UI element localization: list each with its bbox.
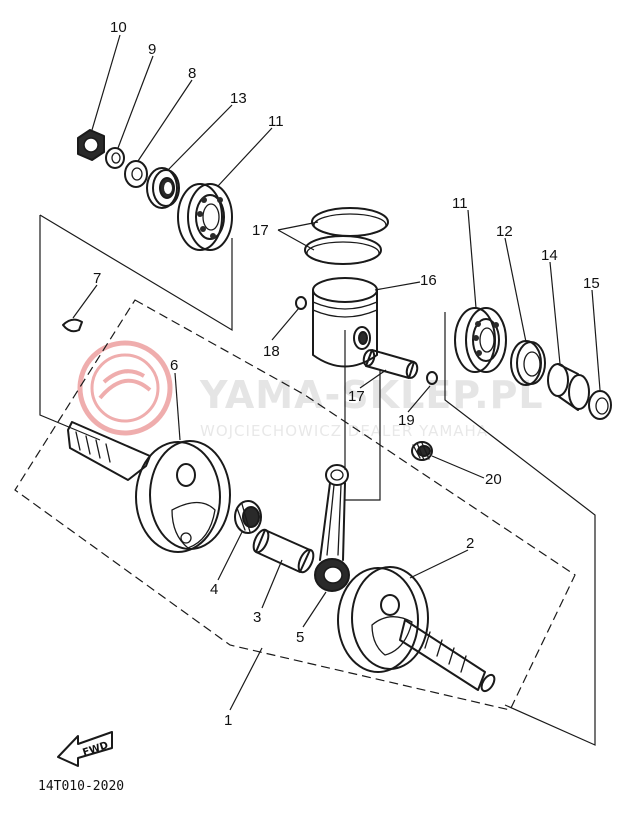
label-part-3: 3 bbox=[253, 609, 261, 626]
part-lock-washer bbox=[105, 147, 125, 169]
piston-rod-frame bbox=[344, 330, 381, 501]
label-part-14: 14 bbox=[541, 247, 558, 264]
label-part-13: 13 bbox=[230, 90, 247, 107]
label-part-16: 16 bbox=[420, 272, 437, 289]
part-piston-pin bbox=[362, 349, 419, 379]
part-washer bbox=[124, 160, 148, 188]
part-piston-rings bbox=[304, 207, 389, 265]
part-labels: 10 9 8 13 11 17 16 18 17 19 20 7 6 11 12… bbox=[93, 19, 600, 729]
label-part-2: 2 bbox=[466, 535, 474, 552]
label-part-6: 6 bbox=[170, 357, 178, 374]
left-bearing-frame bbox=[39, 214, 233, 441]
part-bearing-left bbox=[177, 183, 233, 251]
label-part-12: 12 bbox=[496, 223, 513, 240]
label-part-19-upper: 18 bbox=[263, 343, 280, 360]
fwd-label: FWD bbox=[81, 740, 109, 759]
label-part-9: 9 bbox=[148, 41, 156, 58]
part-crank-left bbox=[67, 421, 231, 553]
part-oil-seal bbox=[146, 167, 180, 209]
drawing-code: 14T010-2020 bbox=[38, 779, 124, 794]
watermark-logo bbox=[77, 340, 173, 436]
part-circlip-lower bbox=[426, 371, 438, 385]
callout-lines bbox=[72, 34, 601, 711]
part-collar bbox=[547, 363, 590, 411]
part-crank-pin bbox=[252, 528, 315, 574]
label-part-11-right: 11 bbox=[452, 195, 468, 212]
part-bearing-right bbox=[454, 307, 507, 373]
front-direction-marker: FWD bbox=[57, 731, 113, 767]
label-part-19-lower: 19 bbox=[398, 412, 415, 429]
label-part-10: 10 bbox=[110, 19, 127, 36]
watermark: YAMA-SKLEP.PL WOJCIECHOWICZ DEALER YAMAH… bbox=[77, 340, 543, 440]
part-big-end-bearing bbox=[234, 500, 262, 534]
label-part-11-left: 11 bbox=[268, 113, 284, 130]
part-washer-right bbox=[588, 390, 612, 420]
right-bearing-frame bbox=[444, 312, 596, 746]
label-part-20: 20 bbox=[485, 471, 502, 488]
label-part-5: 5 bbox=[296, 629, 304, 646]
watermark-subtitle: WOJCIECHOWICZ DEALER YAMAHA bbox=[200, 422, 488, 440]
part-nut bbox=[77, 129, 105, 161]
crank-assembly-frame bbox=[14, 299, 576, 711]
part-small-end-bearing bbox=[411, 441, 433, 461]
part-circlip-upper bbox=[295, 296, 307, 310]
label-part-17: 17 bbox=[348, 388, 365, 405]
part-piston bbox=[312, 277, 378, 368]
label-part-4: 4 bbox=[210, 581, 218, 598]
part-woodruff-key bbox=[62, 318, 83, 333]
part-connecting-rod bbox=[314, 464, 350, 592]
label-part-15: 15 bbox=[583, 275, 600, 292]
label-part-18: 17 bbox=[252, 222, 269, 239]
label-part-8: 8 bbox=[188, 65, 196, 82]
label-part-7: 7 bbox=[93, 270, 101, 287]
label-part-1: 1 bbox=[224, 712, 232, 729]
part-crank-right bbox=[337, 566, 496, 693]
